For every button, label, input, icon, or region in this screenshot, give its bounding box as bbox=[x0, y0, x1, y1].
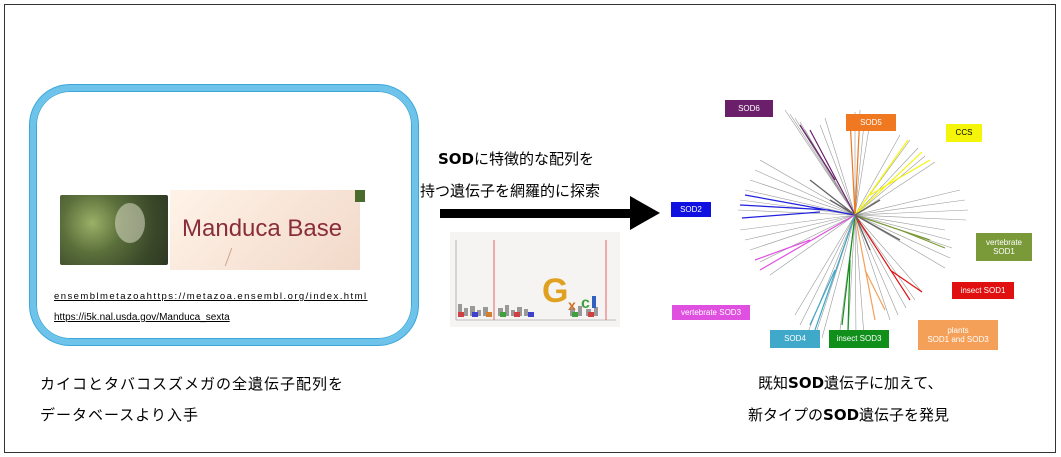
svg-text:x: x bbox=[568, 297, 576, 313]
label-vertebrate-sod3: vertebrate SOD3 bbox=[672, 305, 750, 320]
right-caption2-bold: SOD bbox=[823, 406, 860, 424]
right-caption-line2: 新タイプのSOD遺伝子を発見 bbox=[748, 404, 949, 425]
label-sod2: SOD2 bbox=[671, 202, 711, 217]
logo-title: Manduca Base bbox=[182, 215, 343, 242]
label-sod4: SOD4 bbox=[770, 330, 820, 348]
arrow-right-icon bbox=[630, 196, 660, 230]
middle-caption-bold: SOD bbox=[438, 150, 475, 168]
left-caption-line2: データベースより入手 bbox=[40, 406, 199, 424]
ensembl-link[interactable]: ensemblmetazoahttps://metazoa.ensembl.or… bbox=[54, 291, 368, 302]
middle-caption-line1: SODに特徴的な配列を bbox=[438, 148, 594, 169]
middle-caption-line2: 持つ遺伝子を網羅的に探索 bbox=[420, 182, 601, 200]
label-vertebrate-sod1-line2: SOD1 bbox=[993, 247, 1015, 256]
right-caption-line1: 既知SOD遺伝子に加えて、 bbox=[758, 372, 943, 393]
left-caption-line1: カイコとタバコスズメガの全遺伝子配列を bbox=[40, 375, 345, 393]
middle-caption-rest: に特徴的な配列を bbox=[474, 150, 595, 168]
svg-text:c: c bbox=[581, 295, 590, 312]
logo-accent-square bbox=[355, 190, 365, 202]
silkworm-photo bbox=[60, 195, 168, 265]
figure-frame bbox=[4, 4, 1056, 453]
label-plants-sod1-sod3: plants SOD1 and SOD3 bbox=[918, 320, 998, 350]
label-plants-line2: SOD1 and SOD3 bbox=[927, 335, 989, 344]
label-vertebrate-sod1-line1: vertebrate bbox=[985, 237, 1023, 247]
label-ccs: CCS bbox=[946, 124, 982, 142]
right-caption1-pre: 既知 bbox=[758, 374, 789, 392]
label-sod5: SOD5 bbox=[846, 114, 896, 131]
right-caption2-rest: 遺伝子を発見 bbox=[859, 406, 950, 424]
manduca-base-logo bbox=[170, 190, 360, 270]
right-caption2-pre: 新タイプの bbox=[748, 406, 824, 424]
label-vertebrate-sod1: vertebrate SOD1 bbox=[976, 233, 1032, 261]
label-plants-line1: plants bbox=[947, 325, 969, 335]
svg-text:G: G bbox=[542, 272, 568, 310]
label-insect-sod1: insect SOD1 bbox=[952, 282, 1014, 299]
label-sod6: SOD6 bbox=[725, 100, 773, 117]
right-caption1-bold: SOD bbox=[788, 374, 825, 392]
arrow-shaft bbox=[440, 209, 635, 218]
sequence-logo: G x c bbox=[450, 232, 620, 327]
phylogenetic-tree bbox=[737, 109, 969, 339]
manduca-link[interactable]: https://i5k.nal.usda.gov/Manduca_sexta bbox=[54, 312, 230, 323]
right-caption1-rest: 遺伝子に加えて、 bbox=[824, 374, 943, 392]
label-insect-sod3: insect SOD3 bbox=[829, 330, 889, 348]
